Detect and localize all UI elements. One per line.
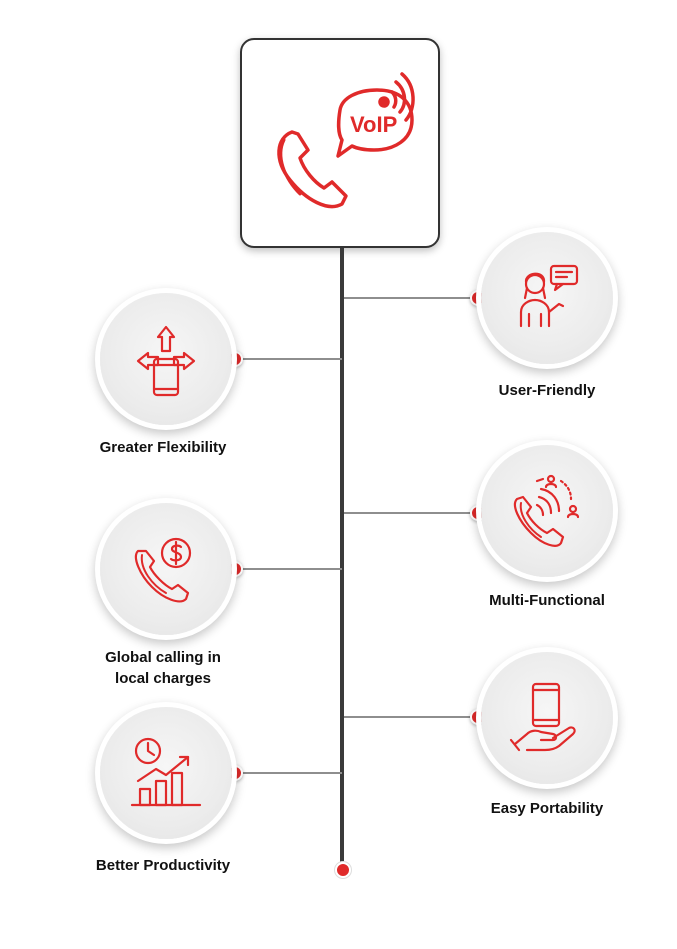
circle-greater-flexibility <box>100 293 232 425</box>
clock-growth-chart-icon <box>130 737 202 807</box>
circle-multi-functional <box>481 445 613 577</box>
user-chat-icon <box>519 264 579 328</box>
voip-phone-icon: VoIP <box>277 72 415 209</box>
label-multi-functional: Multi-Functional <box>489 592 605 609</box>
voip-box: VoIP <box>240 38 440 248</box>
timeline-trunk <box>340 248 344 868</box>
phone-users-icon <box>513 474 580 547</box>
circle-user-friendly <box>481 232 613 364</box>
label-easy-portability: Easy Portability <box>490 800 604 817</box>
circle-easy-portability <box>481 652 613 784</box>
label-global-calling-line2: local charges <box>115 670 211 687</box>
branch-better-productivity <box>238 772 342 774</box>
arrows-phone-icon <box>136 325 196 397</box>
circle-global-calling <box>100 503 232 635</box>
label-user-friendly: User-Friendly <box>498 382 596 399</box>
label-global-calling-line1: Global calling in <box>105 649 221 666</box>
phone-dollar-icon <box>134 537 192 603</box>
branch-greater-flexibility <box>238 358 342 360</box>
label-greater-flexibility: Greater Flexibility <box>99 439 227 456</box>
voip-label: VoIP <box>350 112 397 137</box>
hand-phone-icon <box>509 682 576 752</box>
branch-global-calling <box>238 568 342 570</box>
branch-easy-portability <box>344 716 474 718</box>
label-better-productivity: Better Productivity <box>95 857 231 874</box>
branch-multi-functional <box>344 512 474 514</box>
circle-better-productivity <box>100 707 232 839</box>
trunk-end-dot <box>335 862 351 878</box>
branch-user-friendly <box>344 297 474 299</box>
